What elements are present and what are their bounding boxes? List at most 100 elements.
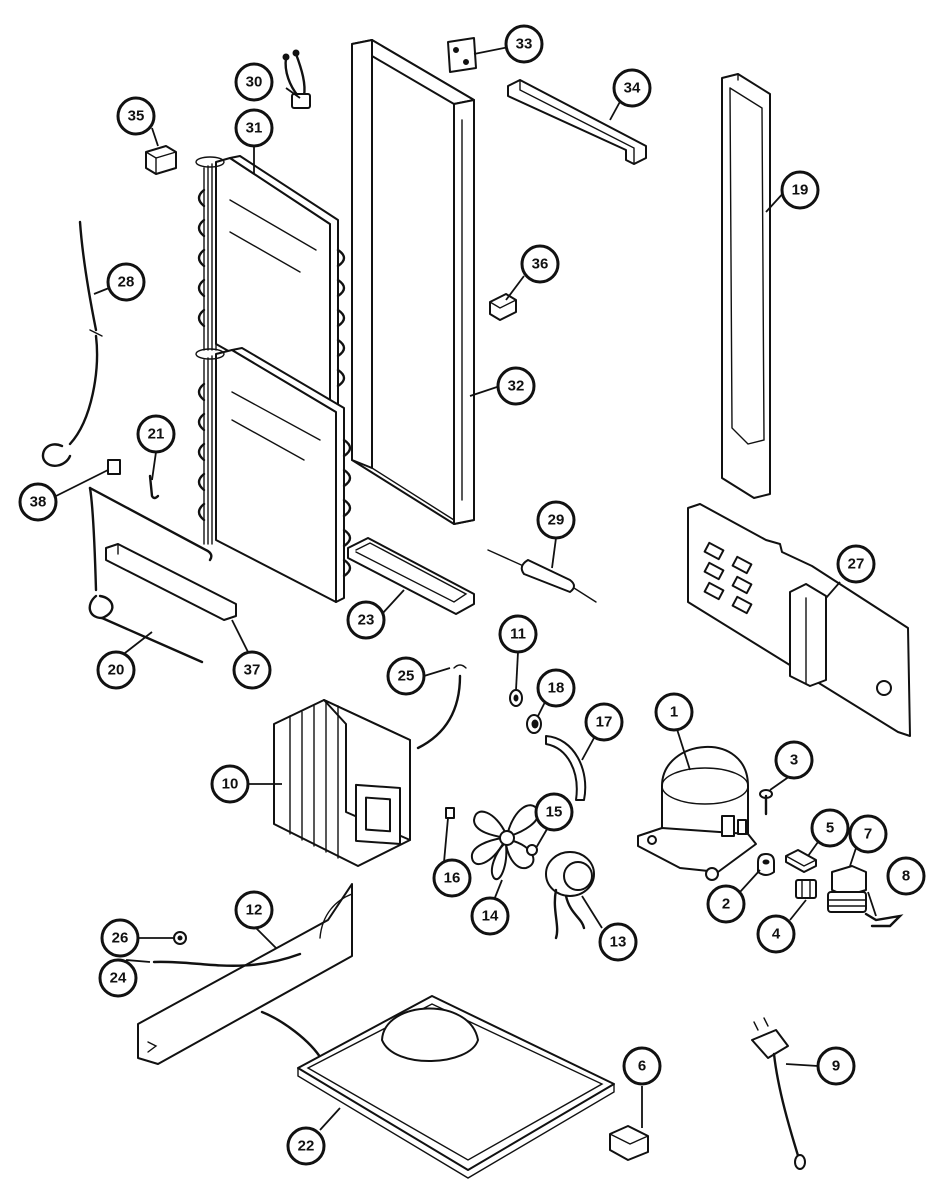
part-33-bracket [447, 37, 477, 73]
svg-text:4: 4 [772, 926, 781, 943]
svg-text:18: 18 [548, 680, 565, 697]
callout-28: 28 [106, 262, 146, 302]
svg-text:12: 12 [246, 902, 263, 919]
part-7-start-relay [827, 865, 867, 913]
svg-text:17: 17 [596, 714, 613, 731]
svg-text:38: 38 [30, 494, 47, 511]
svg-text:15: 15 [546, 804, 563, 821]
callout-23: 23 [346, 600, 386, 640]
part-1-compressor [637, 746, 757, 881]
callout-35: 35 [116, 96, 156, 136]
svg-text:7: 7 [864, 826, 872, 843]
part-32-evaporator-cover [351, 39, 475, 525]
svg-text:22: 22 [298, 1138, 315, 1155]
part-21-hook [148, 474, 160, 500]
callout-20: 20 [96, 650, 136, 690]
callout-17: 17 [584, 702, 624, 742]
callout-12: 12 [234, 890, 274, 930]
callout-8: 8 [886, 856, 926, 896]
callout-29: 29 [536, 500, 576, 540]
svg-text:36: 36 [532, 256, 549, 273]
svg-text:9: 9 [832, 1058, 840, 1075]
callout-2: 2 [706, 884, 746, 924]
part-12-base-rail [137, 883, 353, 1065]
part-30-wire-harness [282, 49, 311, 109]
svg-text:1: 1 [670, 704, 678, 721]
svg-text:21: 21 [148, 426, 165, 443]
part-16-clip [445, 807, 455, 819]
callout-38: 38 [18, 482, 58, 522]
svg-text:14: 14 [482, 908, 499, 925]
callout-10: 10 [210, 764, 250, 804]
svg-text:27: 27 [848, 556, 865, 573]
part-13-fan-motor [545, 851, 595, 940]
callout-11: 11 [498, 614, 538, 654]
callout-33: 33 [504, 24, 544, 64]
part-22-drain-pan [297, 995, 615, 1179]
callout-22: 22 [286, 1126, 326, 1166]
callout-26: 26 [100, 918, 140, 958]
svg-text:20: 20 [108, 662, 125, 679]
part-25-tube [416, 664, 467, 750]
part-10-condenser [273, 699, 411, 867]
svg-text:13: 13 [610, 934, 627, 951]
svg-text:5: 5 [826, 820, 834, 837]
svg-text:28: 28 [118, 274, 135, 291]
svg-text:16: 16 [444, 870, 461, 887]
callout-24: 24 [98, 958, 138, 998]
leader-lines [55, 45, 877, 1131]
svg-text:10: 10 [222, 776, 239, 793]
callout-27: 27 [836, 544, 876, 584]
svg-text:32: 32 [508, 378, 525, 395]
callout-3: 3 [774, 740, 814, 780]
svg-text:33: 33 [516, 36, 533, 53]
part-5-relay [785, 849, 817, 873]
callout-21: 21 [136, 414, 176, 454]
part-36-clip [489, 293, 517, 321]
part-37-heater-bracket [105, 543, 237, 621]
svg-text:26: 26 [112, 930, 129, 947]
callout-1: 1 [654, 692, 694, 732]
callout-6: 6 [622, 1046, 662, 1086]
part-3-screw [759, 789, 773, 816]
callout-36: 36 [520, 244, 560, 284]
callout-18: 18 [536, 668, 576, 708]
part-19-seal-strip [721, 73, 771, 499]
svg-text:23: 23 [358, 612, 375, 629]
callout-32: 32 [496, 366, 536, 406]
callout-31: 31 [234, 108, 274, 148]
part-23-tray [347, 537, 475, 615]
part-6-connector [609, 1125, 649, 1161]
svg-text:3: 3 [790, 752, 798, 769]
callout-25: 25 [386, 656, 426, 696]
svg-text:2: 2 [722, 896, 730, 913]
svg-text:6: 6 [638, 1058, 646, 1075]
callout-13: 13 [598, 922, 638, 962]
part-31-evaporator [195, 155, 352, 603]
part-4-overload [795, 879, 817, 899]
part-15-nut [526, 844, 538, 856]
part-11-nut [509, 689, 523, 707]
svg-text:37: 37 [244, 662, 261, 679]
callout-9: 9 [816, 1046, 856, 1086]
callout-34: 34 [612, 68, 652, 108]
svg-text:24: 24 [110, 970, 127, 987]
svg-text:19: 19 [792, 182, 809, 199]
part-20-heater [88, 486, 213, 664]
svg-text:35: 35 [128, 108, 145, 125]
part-18-grommet [526, 714, 542, 734]
part-35-block [145, 145, 177, 175]
svg-text:30: 30 [246, 74, 263, 91]
part-9-power-cord [751, 1017, 806, 1170]
callout-19: 19 [780, 170, 820, 210]
part-28-drain-tube [41, 220, 103, 467]
part-34-channel [507, 79, 647, 165]
svg-text:25: 25 [398, 668, 415, 685]
part-26-clamp [173, 931, 187, 945]
callout-7: 7 [848, 814, 888, 854]
svg-text:29: 29 [548, 512, 565, 529]
callout-30: 30 [234, 62, 274, 102]
callout-15: 15 [534, 792, 574, 832]
part-8-clip [864, 912, 904, 928]
callout-37: 37 [232, 650, 272, 690]
